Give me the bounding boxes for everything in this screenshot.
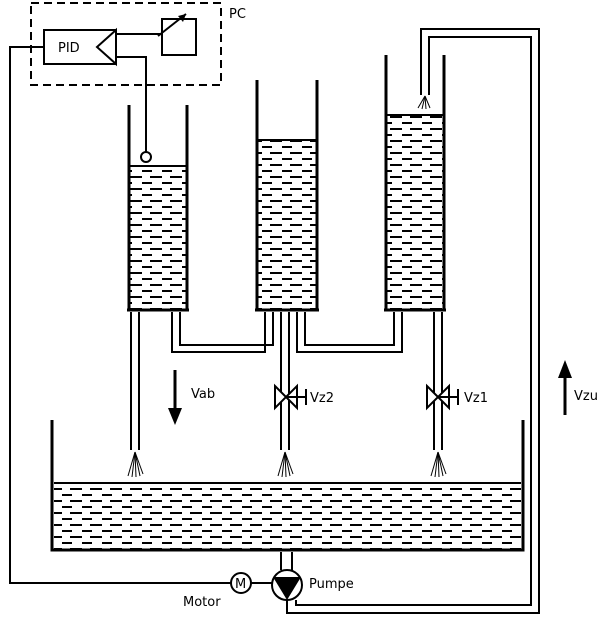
vzu-label: Vzu (574, 389, 598, 404)
vz1-label: Vz1 (464, 391, 488, 406)
vz2-label: Vz2 (310, 391, 334, 406)
pc-box: PC (30, 2, 246, 86)
spray-outlet-tank2 (277, 451, 294, 478)
connecting-pipes (130, 28, 540, 614)
motor: M Motor (183, 572, 272, 610)
spray-outlet-tank3 (430, 451, 447, 478)
motor-label: Motor (183, 595, 221, 610)
spray-outlet-tank1 (127, 451, 144, 478)
vzu-arrow: Vzu (558, 360, 598, 415)
motor-symbol: M (235, 577, 246, 592)
tank-3 (384, 55, 446, 312)
spray-inlet-tank3 (417, 95, 431, 110)
setpoint-block (116, 13, 197, 56)
pump: Pumpe (271, 569, 354, 601)
pid-label: PID (58, 41, 80, 56)
pump-label: Pumpe (309, 577, 354, 592)
pc-label: PC (229, 7, 246, 22)
valve-vz2: Vz2 (274, 383, 334, 411)
vab-arrow: Vab (168, 370, 215, 425)
level-sensor (116, 56, 152, 163)
tank-2 (255, 80, 319, 312)
vab-label: Vab (191, 387, 215, 402)
pid-controller: PID (43, 27, 117, 67)
control-signal-line (9, 46, 231, 584)
valve-vz1: Vz1 (426, 383, 488, 411)
tank-1 (127, 105, 189, 312)
reservoir (50, 420, 525, 552)
